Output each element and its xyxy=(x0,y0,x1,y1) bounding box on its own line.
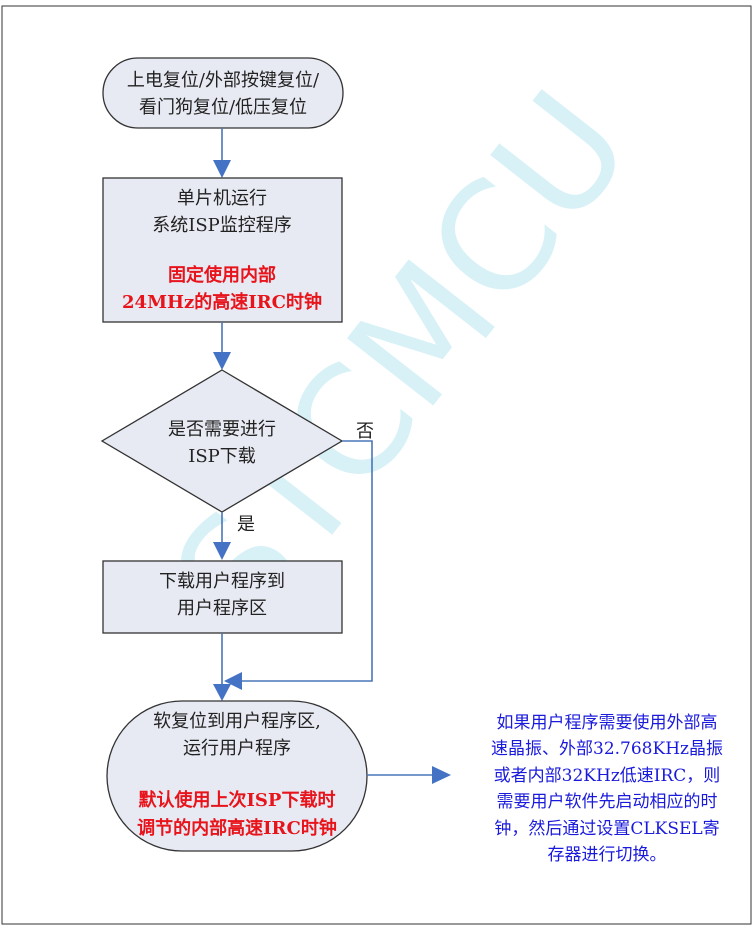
note-line-3: 或者内部32KHz低速IRC，则 xyxy=(494,766,721,786)
isp-line-2: 系统ISP监控程序 xyxy=(152,215,292,236)
note-line-6: 存器进行切换。 xyxy=(548,845,667,865)
download-line-1: 下载用户程序到 xyxy=(159,571,285,592)
start-line-2: 看门狗复位/低压复位 xyxy=(139,97,307,118)
isp-line-1: 单片机运行 xyxy=(177,188,267,209)
run-line-1: 软复位到用户程序区, xyxy=(153,711,321,732)
note-line-4: 需要用户软件先启动相应的时 xyxy=(497,792,718,812)
arrow-head xyxy=(224,672,242,690)
decision-line-2: ISP下载 xyxy=(188,446,256,467)
arrow-head xyxy=(213,352,231,370)
arrow-head xyxy=(213,542,231,560)
download-line-2: 用户程序区 xyxy=(177,598,267,619)
note-line-5: 钟，然后通过设置CLKSEL寄 xyxy=(494,819,719,839)
run-highlight-2: 调节的内部高速IRC时钟 xyxy=(137,817,337,839)
decision-line-1: 是否需要进行 xyxy=(168,419,276,440)
isp-highlight-2: 24MHz的高速IRC时钟 xyxy=(122,291,322,313)
note-line-1: 如果用户程序需要使用外部高 xyxy=(497,712,718,733)
arrow-head xyxy=(432,766,451,784)
no-branch-line xyxy=(240,440,373,682)
run-highlight-1: 默认使用上次ISP下载时 xyxy=(139,789,336,811)
arrow-head xyxy=(213,160,231,178)
run-line-2: 运行用户程序 xyxy=(183,738,291,759)
yes-label: 是 xyxy=(237,514,255,535)
download-box xyxy=(102,560,343,634)
isp-highlight-1: 固定使用内部 xyxy=(168,264,276,286)
arrow-head xyxy=(213,684,231,701)
start-terminal xyxy=(102,57,344,129)
note-line-2: 速晶振、外部32.768KHz晶振 xyxy=(491,739,723,759)
run-user-terminal xyxy=(106,700,368,852)
isp-monitor-box xyxy=(102,177,343,323)
no-label: 否 xyxy=(356,421,374,442)
start-line-1: 上电复位/外部按键复位/ xyxy=(127,70,320,91)
